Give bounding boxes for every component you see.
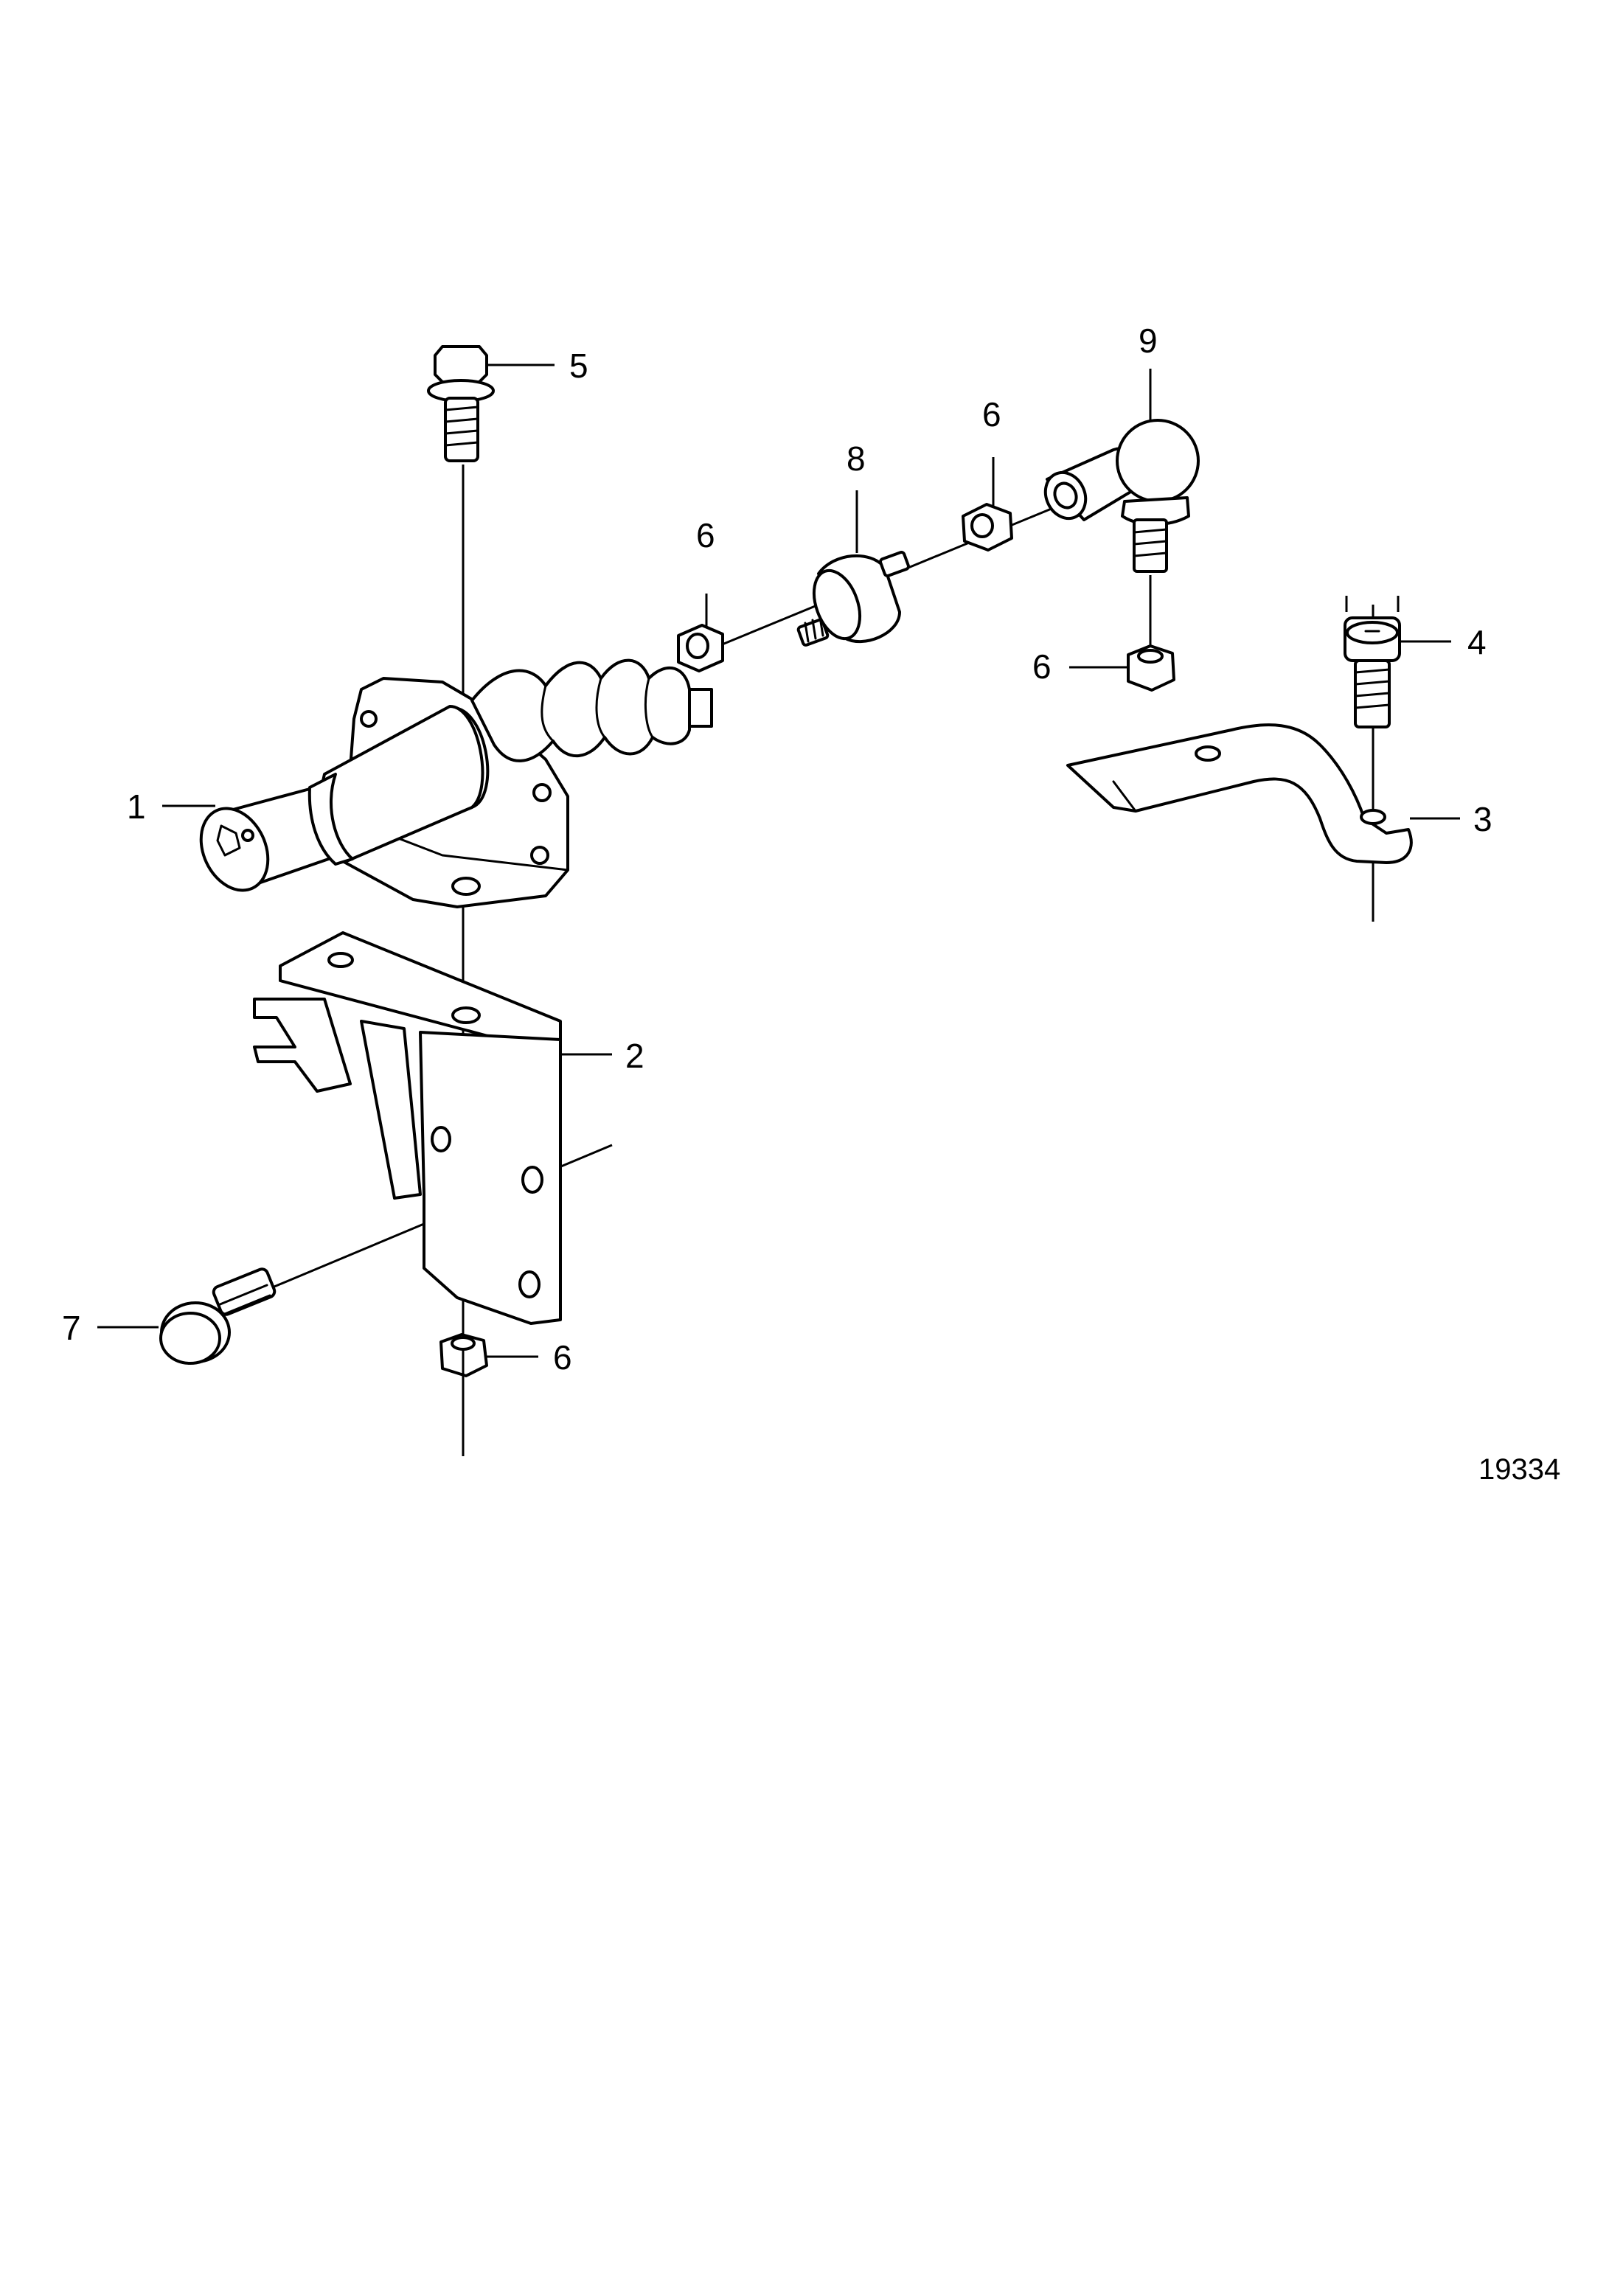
rubber-mount	[796, 551, 910, 647]
callout-label: 6	[553, 1338, 572, 1377]
callout-label: 8	[847, 439, 866, 478]
callout-5: 5	[487, 347, 588, 385]
hex-nut-left	[677, 624, 724, 672]
flange-bolt-top	[427, 345, 495, 462]
hex-nut-right	[1127, 644, 1175, 692]
callout-label: 7	[62, 1309, 81, 1347]
hex-nut-middle	[962, 503, 1013, 552]
hex-nut-bottom	[439, 1333, 488, 1377]
callout-label: 2	[625, 1037, 644, 1075]
flange-bolt-side	[159, 1267, 277, 1365]
callout-6-bottom: 6	[487, 1338, 572, 1377]
callout-6-middle: 6	[982, 395, 1001, 507]
callout-label: 3	[1473, 800, 1492, 838]
callout-6-left: 6	[696, 516, 715, 627]
callout-9: 9	[1139, 321, 1158, 422]
mounting-bracket	[253, 931, 562, 1325]
callout-6-right: 6	[1032, 647, 1127, 686]
callout-label: 1	[127, 787, 146, 826]
socket-head-screw	[1344, 616, 1401, 728]
callout-2: 2	[562, 1037, 644, 1075]
callout-label: 6	[982, 395, 1001, 434]
stop-solenoid	[199, 658, 713, 908]
callout-label: 6	[1032, 647, 1052, 686]
ball-joint	[1043, 419, 1200, 573]
stop-lever	[1066, 723, 1413, 864]
callout-7: 7	[62, 1309, 159, 1347]
callout-label: 4	[1467, 623, 1487, 661]
callout-1: 1	[127, 787, 215, 826]
callout-4: 4	[1400, 623, 1487, 661]
callout-3: 3	[1410, 800, 1492, 838]
callout-label: 6	[696, 516, 715, 554]
drawing-number: 19334	[1478, 1453, 1560, 1486]
callout-8: 8	[847, 439, 866, 553]
callout-label: 9	[1139, 321, 1158, 360]
callout-label: 5	[569, 347, 588, 385]
